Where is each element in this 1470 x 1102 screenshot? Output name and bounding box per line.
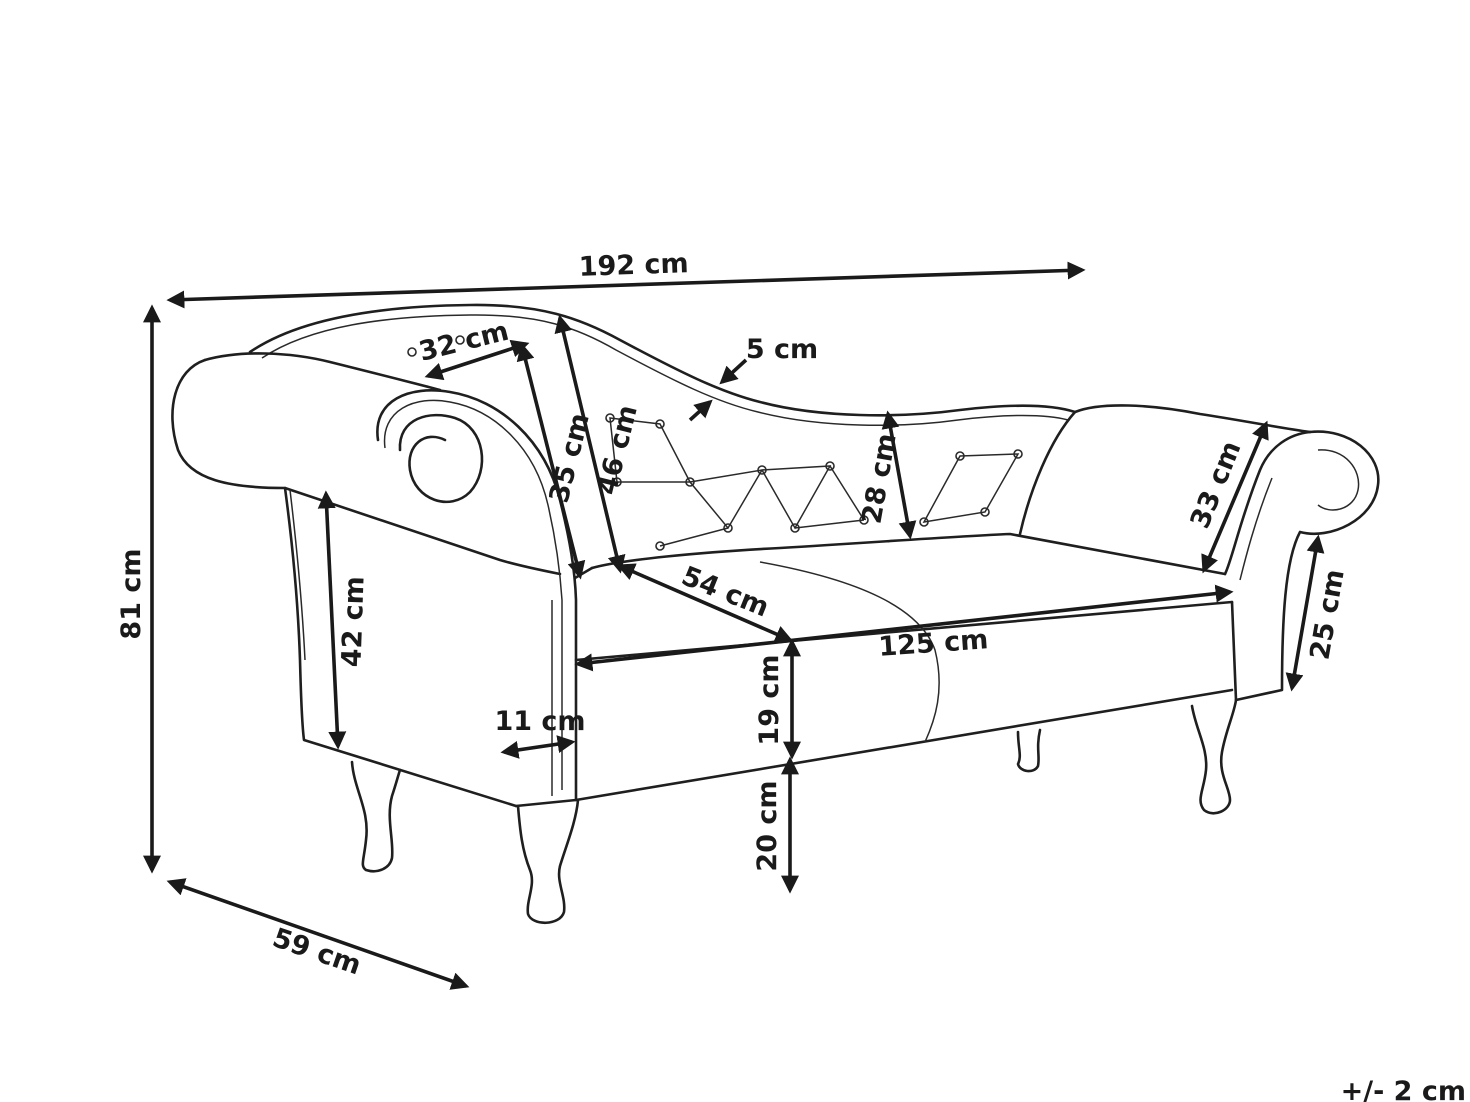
right-arm-inner — [1018, 410, 1077, 536]
arrow-seat-width — [574, 584, 1234, 672]
left-arm-roll — [171, 358, 562, 576]
arrow-frame-thickness-b — [688, 399, 713, 422]
arrow-arm-thickness — [500, 735, 576, 759]
right-arm-scroll-inner — [1317, 449, 1360, 511]
label-arm-thickness: 11 cm — [494, 706, 585, 737]
arrow-right-arm-33 — [1201, 420, 1269, 574]
left-arm-scroll — [376, 389, 578, 808]
tufted-buttons — [407, 335, 1023, 551]
right-arm-scroll — [1234, 430, 1380, 702]
dimension-arrows — [143, 261, 1325, 990]
seat-front-bottom — [574, 688, 1234, 802]
left-arm-side — [283, 486, 518, 808]
backrest-bottom — [590, 532, 1227, 576]
label-seat-width: 125 cm — [878, 624, 990, 663]
label-overall-length: 192 cm — [578, 248, 689, 283]
label-tolerance: +/- 2 cm — [1341, 1076, 1466, 1102]
arrow-frame-thickness-a — [719, 358, 748, 385]
label-overall-height: 81 cm — [116, 548, 147, 639]
arrow-overall-length — [166, 261, 1086, 309]
label-overall-depth: 59 cm — [269, 922, 365, 981]
arrow-arm-height — [317, 490, 347, 750]
right-arm-top — [1073, 404, 1312, 434]
back-frame-inner — [261, 314, 1069, 426]
right-arm-front-piping — [1239, 477, 1273, 581]
label-leg-height: 20 cm — [752, 780, 783, 871]
arrow-armrest-width — [424, 339, 530, 381]
left-arm-scroll-inner — [398, 413, 484, 504]
arrow-right-arm-25 — [1285, 534, 1325, 692]
left-side-piping — [289, 489, 306, 661]
label-armrest-width: 32 cm — [416, 316, 512, 368]
label-arm-height: 42 cm — [336, 576, 370, 668]
label-backrest-28: 28 cm — [856, 431, 902, 526]
leg-back-left — [350, 760, 402, 873]
left-arm-top — [203, 352, 442, 392]
right-arm-base — [1230, 600, 1238, 702]
label-backrest-46: 46 cm — [592, 402, 644, 498]
tufting-pleats — [609, 417, 1020, 547]
arrow-backrest-46 — [554, 314, 626, 574]
label-seat-depth: 54 cm — [677, 561, 773, 624]
leg-front-right — [1190, 698, 1238, 815]
label-right-arm-33: 33 cm — [1185, 437, 1248, 533]
arrow-backrest-28 — [881, 410, 917, 540]
leg-front-left — [516, 798, 580, 925]
label-seat-thickness: 19 cm — [754, 654, 785, 745]
leg-back-right — [1016, 728, 1042, 773]
label-frame-thickness: 5 cm — [746, 334, 818, 365]
arrow-overall-depth — [166, 878, 470, 990]
